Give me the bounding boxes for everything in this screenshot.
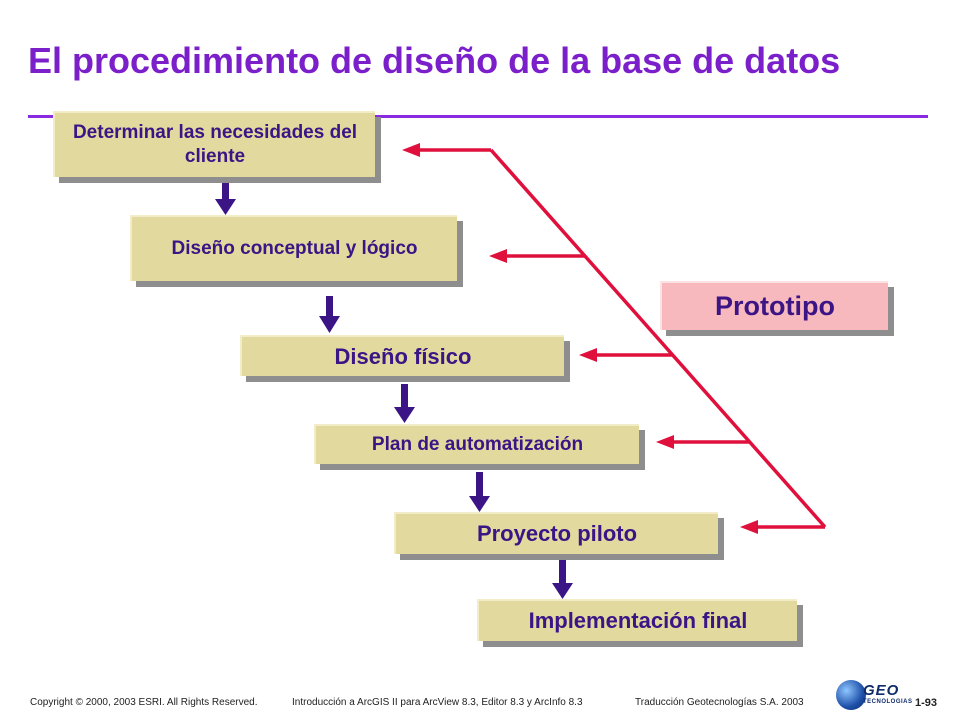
footer-translation: Traducción Geotecnologías S.A. 2003 [635, 697, 804, 708]
arrow-step4-to-step5 [469, 472, 490, 512]
logo-brand: GEO [863, 682, 900, 699]
feedback-arrow-4 [656, 435, 749, 449]
step-conceptual-logical-design: Diseño conceptual y lógico [130, 215, 457, 281]
geotecnologias-logo: GEO TECNOLOGIAS [836, 680, 913, 710]
footer-course: Introducción a ArcGIS II para ArcView 8.… [292, 697, 583, 708]
title-underline [28, 115, 928, 118]
arrow-step2-to-step3 [319, 296, 340, 333]
arrow-step3-to-step4 [394, 384, 415, 423]
globe-icon [836, 680, 866, 710]
down-arrows [215, 177, 573, 599]
step-final-implementation: Implementación final [477, 599, 797, 641]
step-automation-plan: Plan de automatización [314, 424, 639, 464]
feedback-arrows [402, 143, 827, 534]
footer-copyright: Copyright © 2000, 2003 ESRI. All Rights … [30, 697, 258, 708]
arrow-step5-to-step6 [552, 560, 573, 599]
feedback-arrow-5 [740, 520, 825, 534]
logo-sub: TECNOLOGIAS [863, 699, 913, 705]
feedback-diagonal [489, 148, 827, 529]
step-physical-design: Diseño físico [240, 335, 564, 376]
feedback-arrow-2 [489, 249, 584, 263]
page-title: El procedimiento de diseño de la base de… [28, 40, 841, 81]
prototype-label: Prototipo [660, 281, 888, 330]
feedback-arrow-3 [579, 348, 673, 362]
step-customer-needs: Determinar las necesidades del cliente [53, 111, 375, 177]
feedback-arrow-1 [402, 143, 491, 157]
step-pilot-project: Proyecto piloto [394, 512, 718, 554]
arrow-step1-to-step2 [215, 177, 236, 215]
page-number: 1-93 [915, 697, 938, 709]
